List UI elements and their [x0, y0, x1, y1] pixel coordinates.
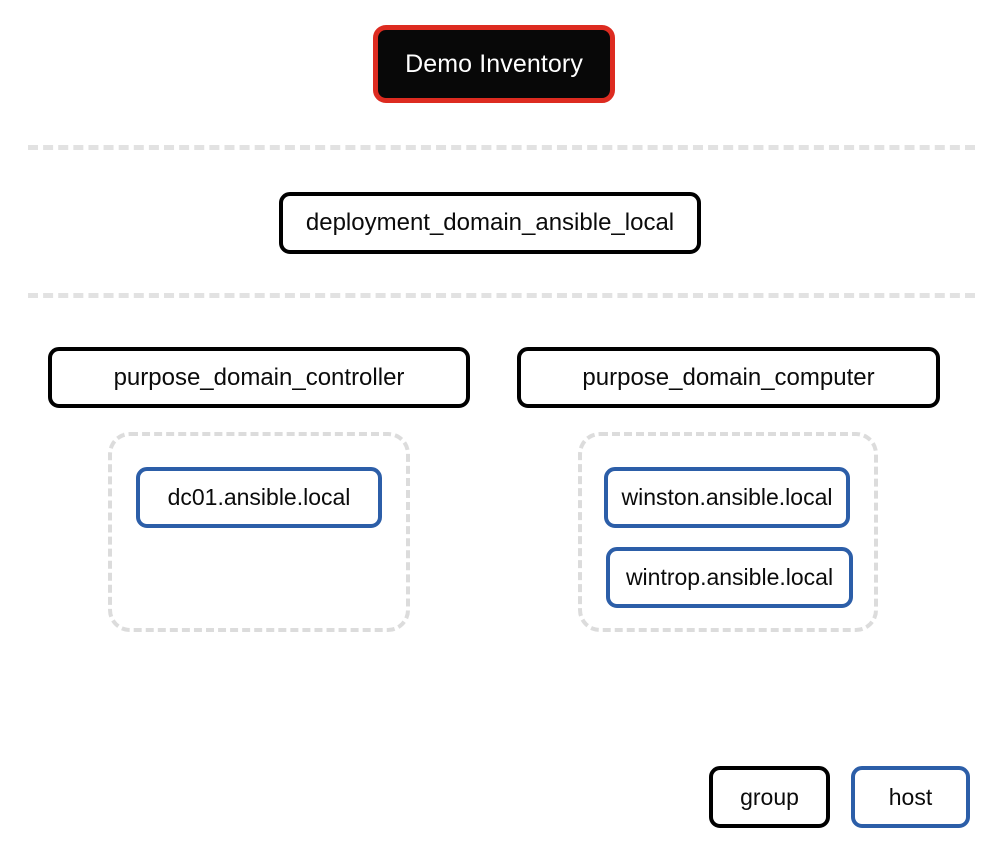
node-label: deployment_domain_ansible_local	[305, 209, 675, 236]
node-label: dc01.ansible.local	[167, 484, 351, 510]
node-purpose-domain-computer[interactable]: purpose_domain_computer	[517, 347, 940, 408]
legend-label: host	[888, 783, 933, 810]
node-winston-ansible-local[interactable]: winston.ansible.local	[604, 467, 850, 528]
node-label: winston.ansible.local	[621, 484, 833, 510]
legend-item-host[interactable]: host	[851, 766, 970, 828]
node-dc01-ansible-local[interactable]: dc01.ansible.local	[136, 467, 382, 528]
node-purpose-domain-controller[interactable]: purpose_domain_controller	[48, 347, 470, 408]
node-label: Demo Inventory	[405, 49, 583, 78]
rank-separator-2	[28, 293, 975, 298]
node-demo-inventory[interactable]: Demo Inventory	[373, 25, 615, 103]
node-label: purpose_domain_computer	[582, 363, 875, 391]
node-label: wintrop.ansible.local	[625, 564, 834, 590]
node-wintrop-ansible-local[interactable]: wintrop.ansible.local	[606, 547, 853, 608]
node-label: purpose_domain_controller	[113, 363, 405, 391]
host-cluster-purpose-domain-computer	[578, 432, 878, 632]
host-cluster-purpose-domain-controller	[108, 432, 410, 632]
legend-item-group[interactable]: group	[709, 766, 830, 828]
rank-separator-1	[28, 145, 975, 150]
node-deployment-domain-ansible-local[interactable]: deployment_domain_ansible_local	[279, 192, 701, 254]
legend-label: group	[740, 783, 799, 810]
